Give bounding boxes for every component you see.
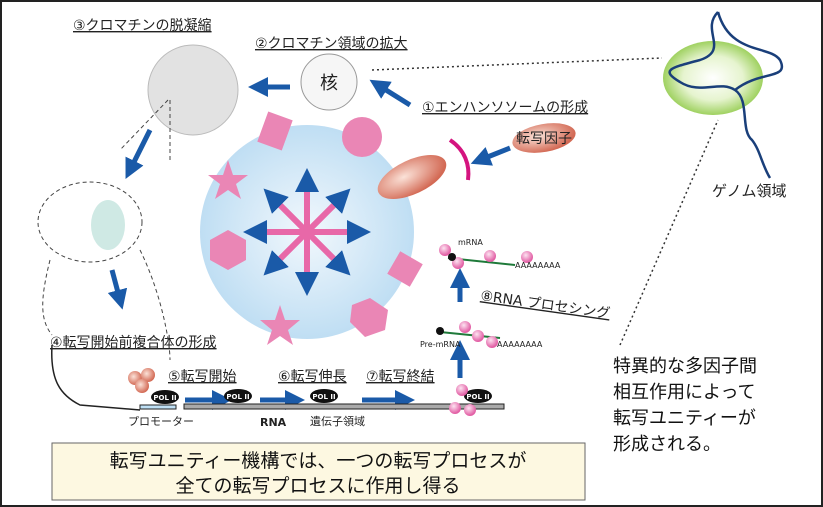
nucleus-icon: 核 xyxy=(300,53,358,111)
promoter-dna xyxy=(139,404,177,410)
rna-processing: Pre-mRNA AAAAAAAA mRNA AAAAAAAA xyxy=(420,238,561,416)
side-text: 特異的な多因子間 相互作用によって 転写ユニティーが 形成される。 xyxy=(613,356,757,455)
step2-label: ②クロマチン領域の拡大 xyxy=(255,35,408,52)
step5-label: ⑤転写開始 xyxy=(168,369,237,385)
svg-text:Pre-mRNA: Pre-mRNA xyxy=(420,340,461,349)
svg-text:mRNA: mRNA xyxy=(458,238,483,247)
rna-label: RNA xyxy=(260,416,287,429)
gene-region-label: 遺伝子領域 xyxy=(310,414,365,428)
step1-label: ①エンハンソソームの形成 xyxy=(422,100,588,116)
transcription-unity-hub xyxy=(200,111,423,345)
summary-box xyxy=(51,442,586,501)
summary-line-2: 全ての転写プロセスに作用し得る xyxy=(175,475,460,497)
step8-label: ⑧RNA プロセシング xyxy=(479,288,611,322)
genome-region-icon xyxy=(663,11,784,179)
svg-text:転写ユニティーが: 転写ユニティーが xyxy=(613,408,756,429)
svg-text:核: 核 xyxy=(320,73,338,94)
decondensed-chromatin xyxy=(147,44,239,136)
promoter-label: プロモーター xyxy=(128,415,194,428)
svg-text:POL II: POL II xyxy=(153,394,176,402)
enhancer-dna xyxy=(448,138,471,181)
process-arrows xyxy=(107,77,511,410)
svg-text:POL II: POL II xyxy=(466,393,489,401)
dotted-connector xyxy=(371,57,663,71)
pol2-complex: POL II POL II POL II POL II xyxy=(128,368,492,404)
multi-arrow-star xyxy=(243,168,371,296)
svg-text:相互作用によって: 相互作用によって xyxy=(613,382,756,403)
svg-text:転写因子: 転写因子 xyxy=(516,131,572,147)
summary-line-1: 転写ユニティー機構では、一つの転写プロセスが xyxy=(110,450,527,472)
svg-text:特異的な多因子間: 特異的な多因子間 xyxy=(613,356,757,377)
step6-label: ⑥転写伸長 xyxy=(278,369,347,385)
step7-label: ⑦転写終結 xyxy=(366,369,435,385)
svg-text:POL II: POL II xyxy=(226,393,249,401)
bound-transcription-factor xyxy=(377,155,447,199)
genome-label: ゲノム領域 xyxy=(712,182,787,200)
step4-label: ④転写開始前複合体の形成 xyxy=(50,334,217,351)
svg-text:AAAAAAAA: AAAAAAAA xyxy=(497,340,543,349)
step3-label: ③クロマチンの脱凝縮 xyxy=(73,18,212,34)
svg-text:POL II: POL II xyxy=(312,393,335,401)
dotted-connector xyxy=(619,119,719,346)
svg-text:形成される。: 形成される。 xyxy=(613,434,721,455)
gene-dna xyxy=(183,403,505,410)
svg-text:AAAAAAAA: AAAAAAAA xyxy=(515,261,561,270)
chromatin-zoom xyxy=(37,181,143,263)
transcription-factor-badge: 転写因子 xyxy=(512,123,576,153)
